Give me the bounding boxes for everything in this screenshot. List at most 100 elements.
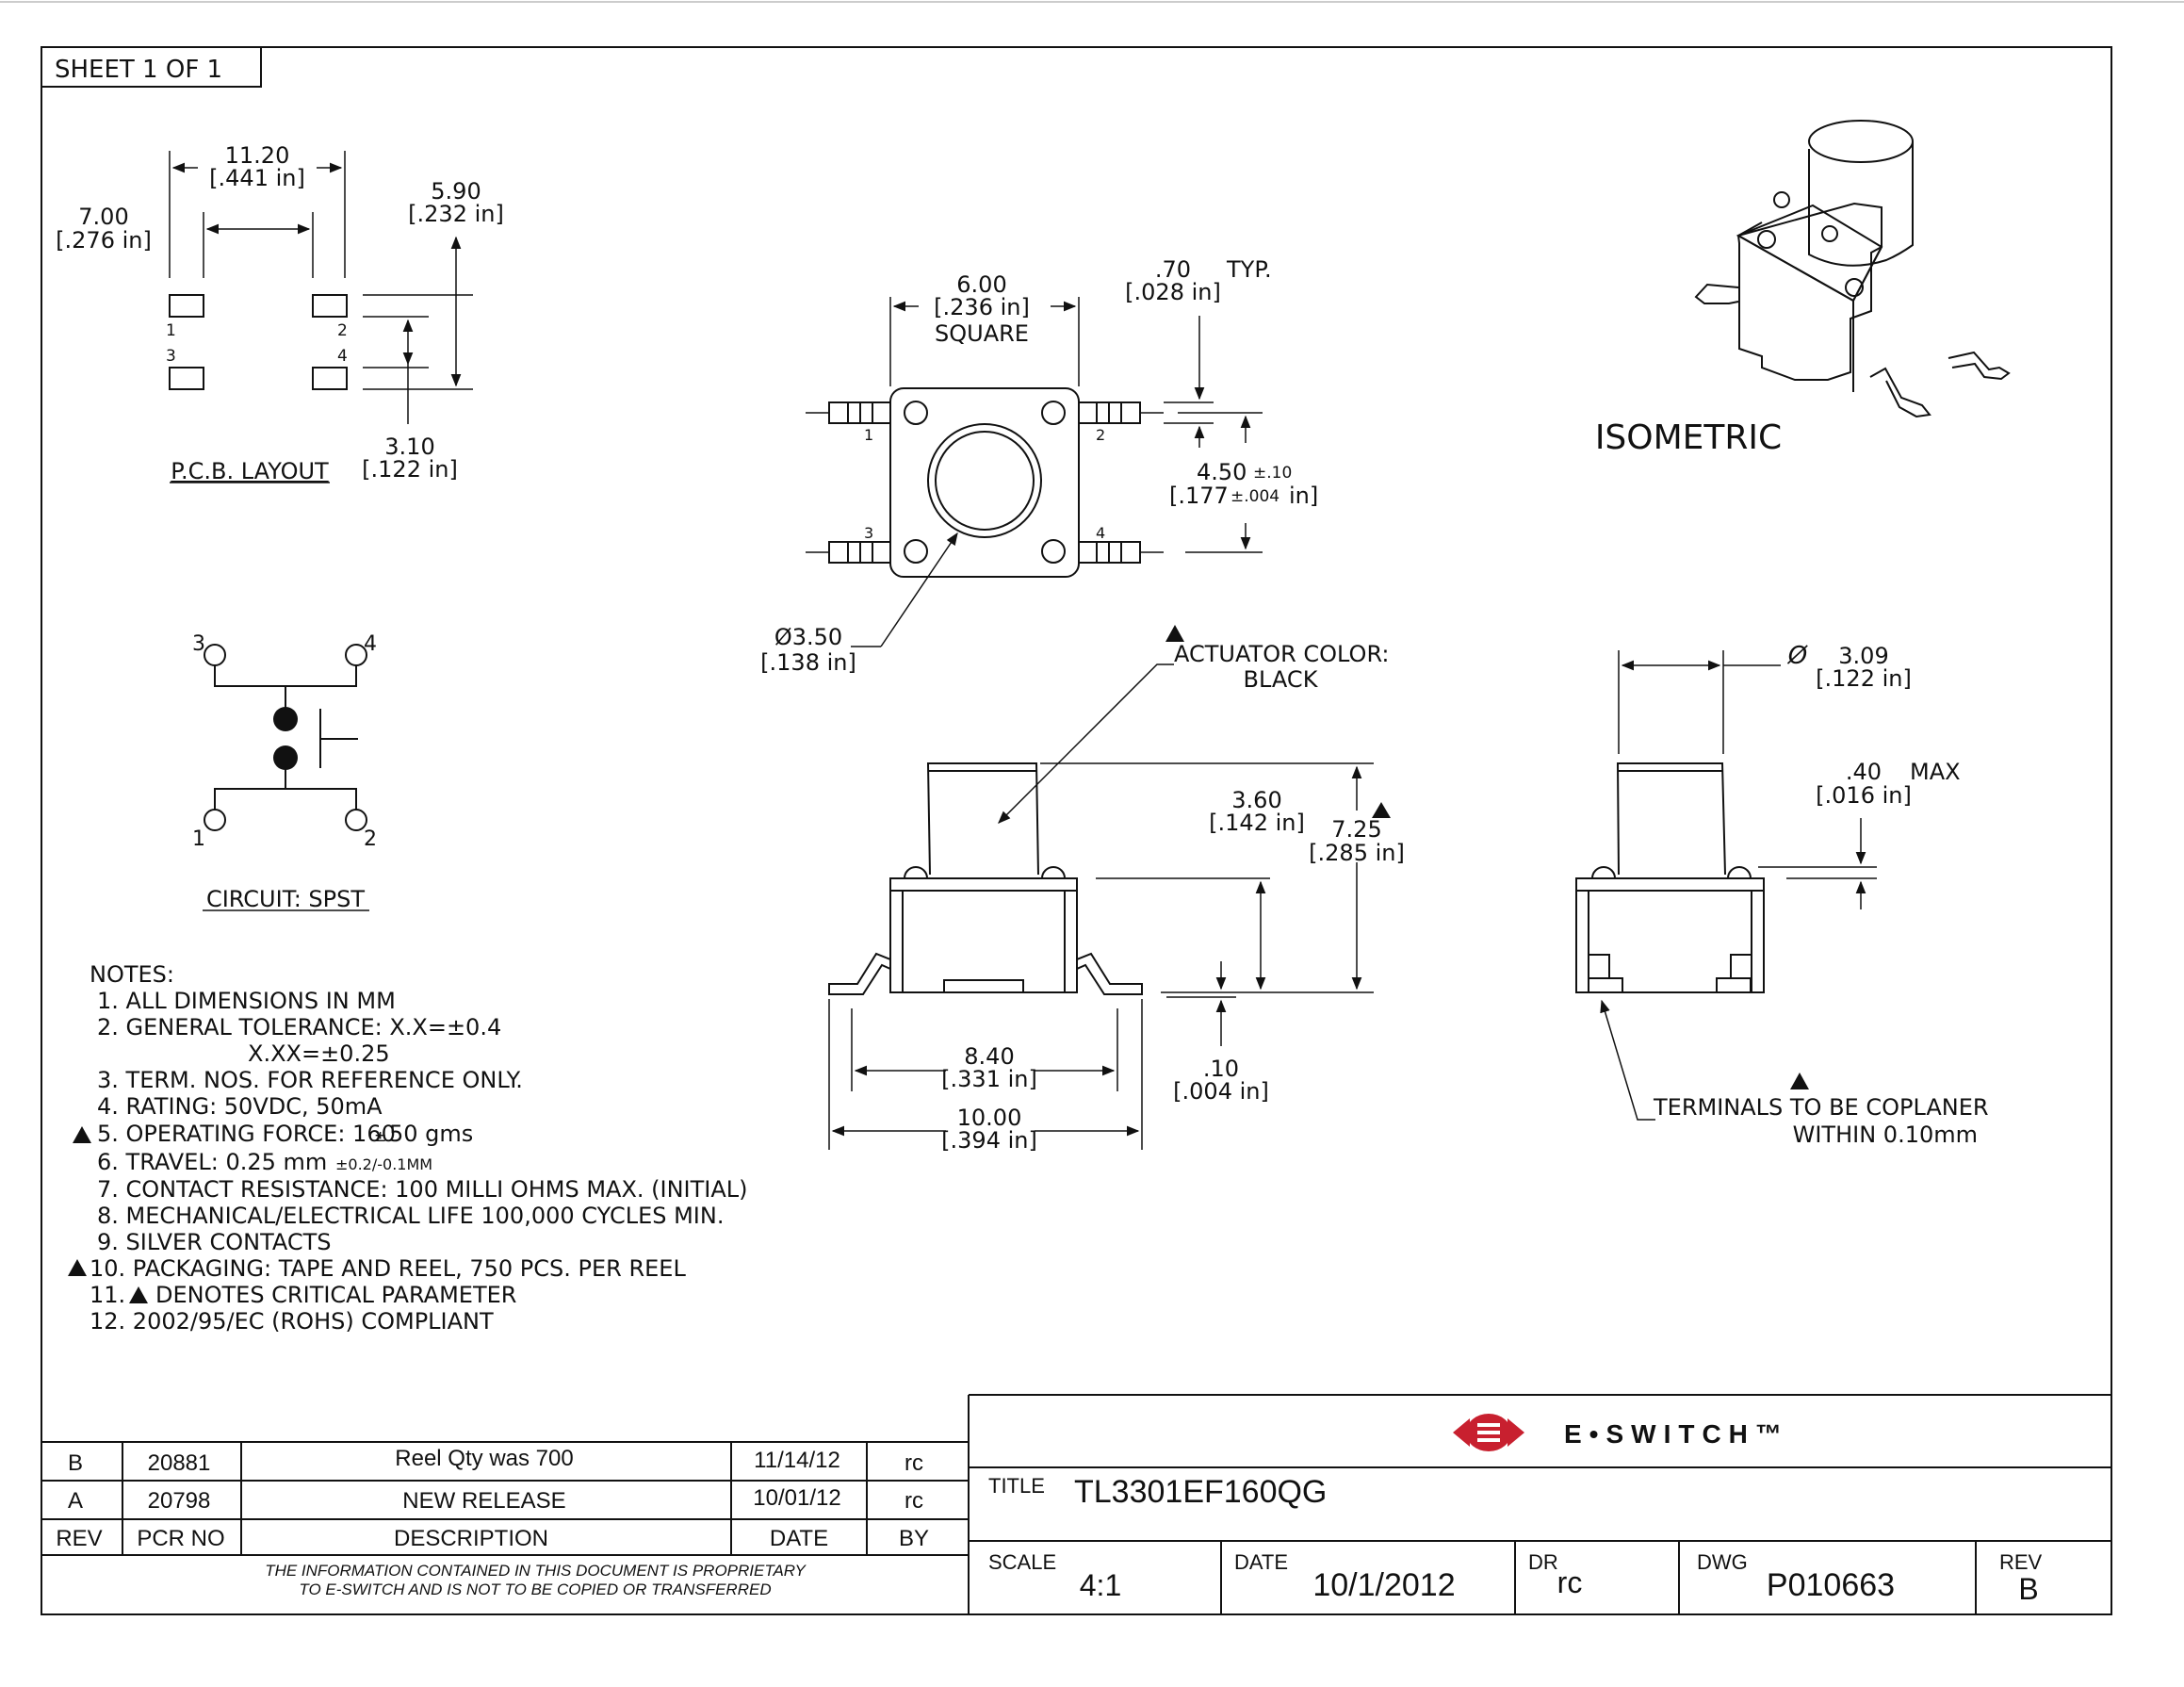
- top-dim-pitch-in: [.177: [1169, 483, 1229, 509]
- company-logo: E•SWITCH™: [1453, 1414, 1782, 1451]
- side-dim-total-in: [.285 in]: [1309, 840, 1405, 866]
- date-cell: 11/14/12: [754, 1448, 840, 1473]
- drawing-frame: [41, 46, 2112, 1615]
- top-dim-square-note: SQUARE: [935, 320, 1029, 347]
- circuit-pin-label: 4: [364, 632, 377, 656]
- scale-value: 4:1: [1080, 1568, 1121, 1602]
- top-dim-actuator-mm: Ø3.50: [774, 624, 842, 650]
- svg-text:SHEET 1 OF 1: SHEET 1 OF 1: [55, 56, 222, 84]
- circuit-pin-label: 1: [192, 827, 205, 851]
- top-pin-label: 1: [864, 426, 873, 444]
- dr-value: rc: [1557, 1565, 1583, 1599]
- header-desc: DESCRIPTION: [394, 1526, 548, 1551]
- critical-triangle-icon: [1165, 625, 1184, 642]
- header-date: DATE: [770, 1526, 828, 1551]
- pcb-layout-view: 11.20 [.441 in] 7.00 [.276 in] 1 2 3 4 5…: [56, 142, 504, 484]
- pcb-dim-inner-in: [.276 in]: [56, 227, 152, 254]
- pcb-pad-label: 3: [166, 347, 176, 366]
- side-dim-total-mm: 7.25: [1331, 816, 1381, 843]
- critical-triangle-icon: [68, 1259, 87, 1276]
- critical-triangle-icon: [1790, 1073, 1809, 1089]
- pcb-pad-label: 4: [337, 347, 348, 366]
- isometric-view: ISOMETRIC: [1595, 120, 2011, 457]
- coplanar-note: WITHIN 0.10mm: [1793, 1122, 1978, 1148]
- top-dim-lead-note: TYP.: [1226, 256, 1272, 283]
- revision-table: B 20881 Reel Qty was 700 11/14/12 rc A 2…: [41, 1395, 970, 1614]
- header-by: BY: [899, 1526, 929, 1551]
- side-dim-body-mm: 8.40: [964, 1043, 1014, 1070]
- circuit-title: CIRCUIT: SPST: [206, 886, 365, 912]
- top-dim-pitch-in-end: in]: [1289, 483, 1318, 509]
- top-dim-pitch-tol: ±.10: [1253, 464, 1292, 483]
- pcb-dim-height-mm: 5.90: [431, 178, 481, 205]
- title-label: TITLE: [988, 1474, 1045, 1498]
- top-pin-label: 2: [1096, 426, 1105, 444]
- end-dim-diameter-in: [.122 in]: [1816, 665, 1912, 692]
- note-item: DENOTES CRITICAL PARAMETER: [155, 1282, 516, 1308]
- side-dim-standoff-mm: .10: [1203, 1056, 1239, 1082]
- top-pin-label: 3: [864, 524, 873, 542]
- circuit-diagram: 3 4 1 2 CIRCUIT: SPST: [192, 632, 377, 912]
- pcb-dim-width-in: [.441 in]: [209, 165, 305, 191]
- revision-row: A 20798 NEW RELEASE 10/01/12 rc: [68, 1485, 923, 1514]
- note-item: 50 gms: [389, 1121, 473, 1147]
- pcb-pad: [169, 367, 204, 390]
- revision-header-row: REV PCR NO DESCRIPTION DATE BY: [56, 1526, 929, 1551]
- top-dim-pitch-tol-in: ±.004: [1231, 487, 1279, 506]
- top-view: 1 2 3 4 6.00 [.236 in] SQUARE .70 [.028 …: [760, 256, 1318, 676]
- rev-cell: A: [68, 1488, 83, 1514]
- coplanar-note: TERMINALS TO BE COPLANER: [1653, 1094, 1989, 1121]
- header-pcr: PCR NO: [137, 1526, 224, 1551]
- terminal-circle: [204, 644, 226, 666]
- pcb-pad: [169, 294, 204, 318]
- title-value: TL3301EF160QG: [1074, 1474, 1327, 1510]
- header-rev: REV: [56, 1526, 102, 1551]
- top-dim-square-mm: 6.00: [956, 271, 1006, 298]
- sheet-label: SHEET 1 OF 1: [41, 46, 262, 88]
- contact-dot: [273, 745, 298, 770]
- end-dim-max-mm: .40: [1846, 759, 1882, 785]
- note-item: 1. ALL DIMENSIONS IN MM: [97, 988, 396, 1014]
- note-item: 6. TRAVEL: 0.25 mm: [97, 1149, 327, 1175]
- date-value: 10/1/2012: [1312, 1567, 1455, 1603]
- note-item: 3. TERM. NOS. FOR REFERENCE ONLY.: [97, 1067, 523, 1093]
- note-item: 10. PACKAGING: TAPE AND REEL, 750 PCS. P…: [90, 1255, 686, 1282]
- pcb-pad: [312, 367, 348, 390]
- pcb-dim-pitch-mm: 3.10: [384, 434, 434, 460]
- contact-dot: [273, 707, 298, 731]
- top-dim-lead-mm: .70: [1155, 256, 1191, 283]
- revision-row: B 20881 Reel Qty was 700 11/14/12 rc: [68, 1446, 923, 1476]
- pcb-pad-label: 2: [337, 321, 348, 340]
- critical-triangle-icon: [129, 1286, 148, 1303]
- note-item: X.XX=±0.25: [248, 1040, 390, 1067]
- end-view: Ø 3.09 [.122 in] .40 MAX [.016 in] TERMI…: [1575, 642, 1989, 1148]
- actuator-color-value: BLACK: [1244, 666, 1319, 693]
- note-item: 4. RATING: 50VDC, 50mA: [97, 1093, 383, 1120]
- dwg-label: DWG: [1697, 1550, 1748, 1574]
- side-dim-overall-in: [.394 in]: [941, 1127, 1037, 1154]
- side-dim-actuator-mm: 3.60: [1231, 787, 1281, 813]
- side-dim-actuator-in: [.142 in]: [1209, 810, 1305, 836]
- by-cell: rc: [905, 1488, 923, 1514]
- pcb-pad: [312, 294, 348, 318]
- dwg-value: P010663: [1767, 1567, 1895, 1603]
- end-dim-max-in: [.016 in]: [1816, 782, 1912, 809]
- end-dim-max-note: MAX: [1910, 759, 1961, 785]
- pcb-layout-title: P.C.B. LAYOUT: [171, 458, 329, 484]
- notes-heading: NOTES:: [90, 961, 174, 988]
- note-item: 9. SILVER CONTACTS: [97, 1229, 332, 1255]
- circuit-pin-label: 2: [364, 827, 377, 851]
- rev-label: REV: [1999, 1550, 2043, 1574]
- end-dim-diameter-mm: 3.09: [1838, 643, 1888, 669]
- note-item-tolerance: ±0.2/-0.1MM: [335, 1155, 432, 1173]
- terminal-circle: [204, 809, 226, 831]
- note-item: 12. 2002/95/EC (ROHS) COMPLIANT: [90, 1308, 494, 1335]
- top-dim-actuator-in: [.138 in]: [760, 649, 856, 676]
- top-dim-square-in: [.236 in]: [934, 294, 1030, 320]
- pcb-pad-label: 1: [166, 321, 176, 340]
- pcr-cell: 20798: [148, 1488, 211, 1514]
- by-cell: rc: [905, 1450, 923, 1476]
- date-cell: 10/01/12: [753, 1485, 840, 1511]
- circuit-pin-label: 3: [192, 632, 205, 656]
- rev-cell: B: [68, 1450, 83, 1476]
